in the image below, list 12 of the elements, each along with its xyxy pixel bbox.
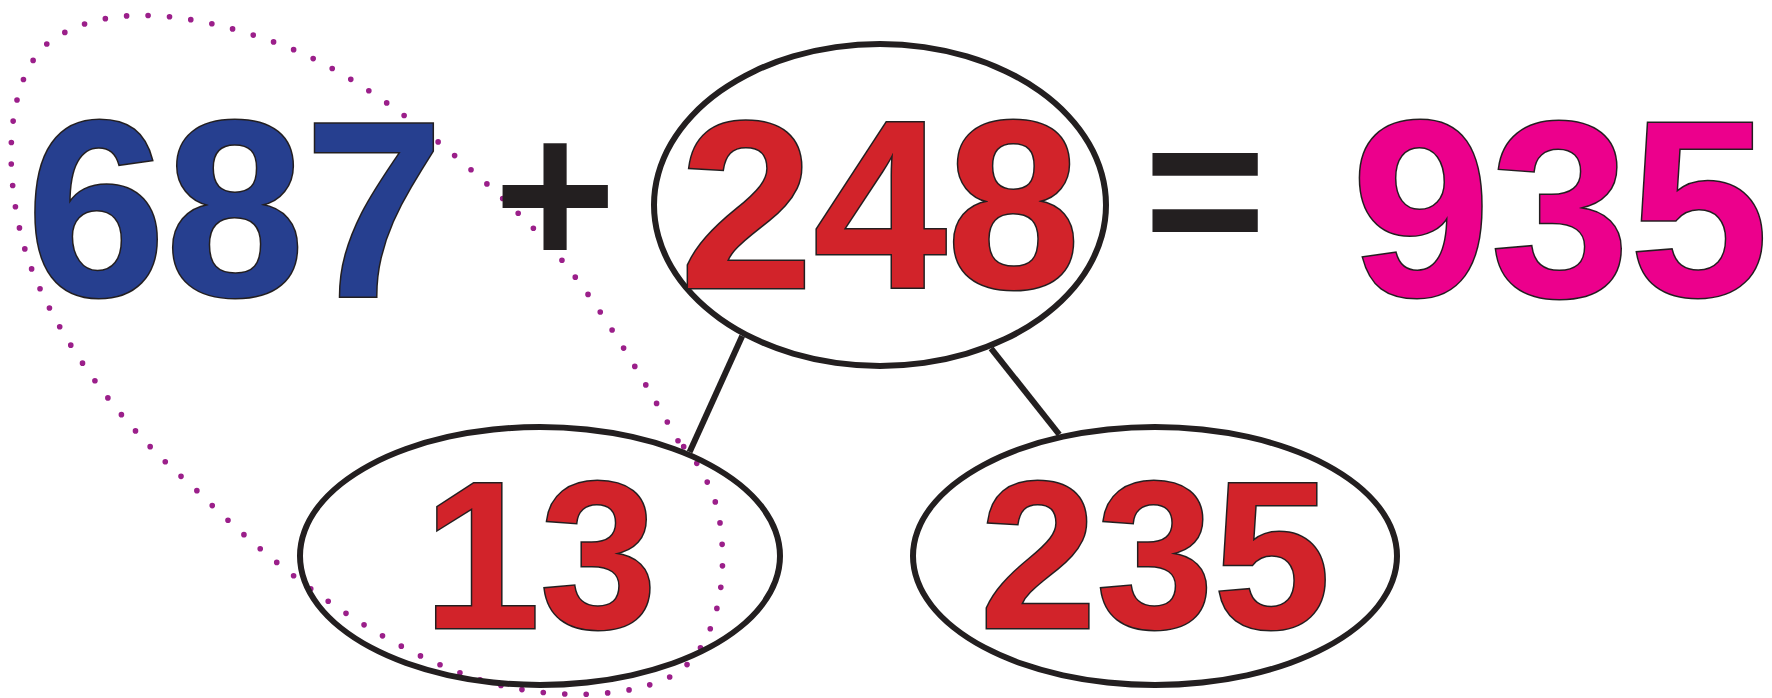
number-label: 13	[423, 451, 657, 661]
number-label: 248	[679, 85, 1081, 325]
number-oval	[297, 424, 783, 688]
connector-line	[988, 346, 1062, 437]
number-oval	[910, 424, 1400, 688]
plus-sign: +	[493, 90, 617, 300]
number-label: 235	[979, 451, 1331, 661]
connector-line	[686, 334, 745, 454]
number-oval	[651, 41, 1109, 369]
sum-number: 935	[1351, 85, 1769, 335]
addend-number: 687	[26, 85, 444, 335]
equals-sign: =	[1143, 85, 1267, 295]
